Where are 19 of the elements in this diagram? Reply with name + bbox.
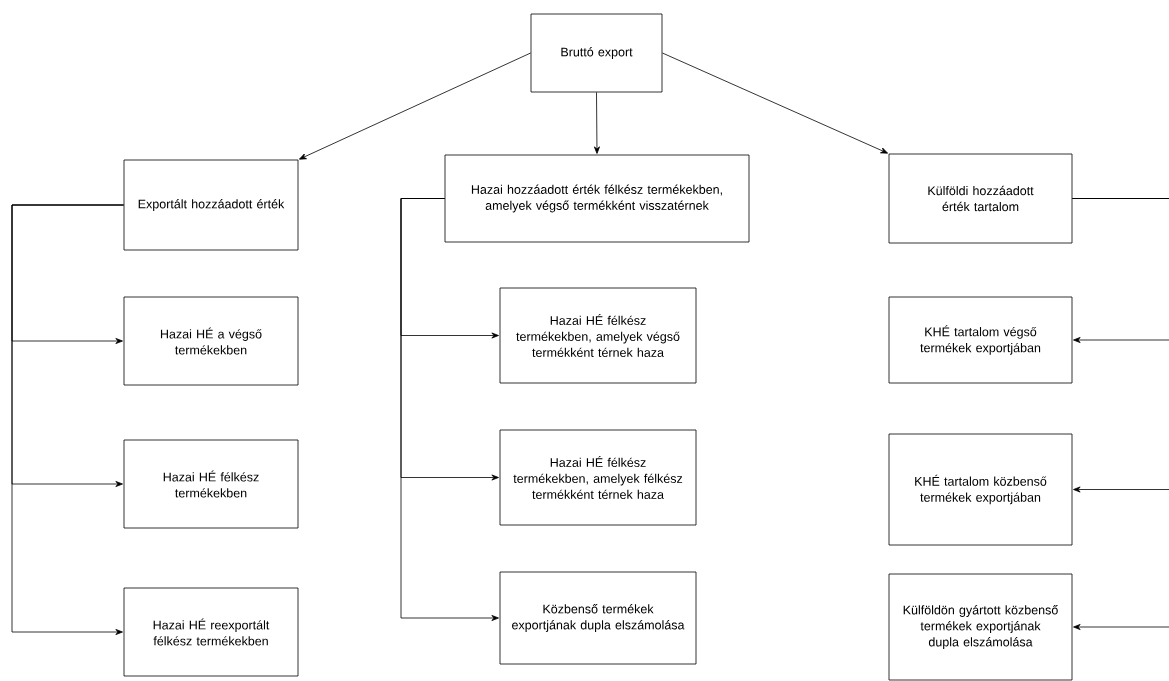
process-box: Hazai hozzáadott érték félkész termékekben, amelyek végső termékként visszatérnek (444, 154, 750, 243)
process-box: KHÉ tartalom közbenső termékek exportjában (888, 433, 1073, 546)
process-box: Bruttó export (530, 13, 663, 93)
process-box: Hazai HÉ reexportált félkész termékekben (123, 587, 299, 677)
arrow (593, 92, 600, 154)
process-box: Külföldön gyártott közbenső termékek exportjának dupla elszámolása (888, 573, 1073, 681)
arrow (1072, 198, 1169, 630)
arrow (11, 204, 124, 635)
process-box: Külföldi hozzáadott érték tartalom (888, 153, 1073, 244)
process-box: Hazai HÉ félkész termékekben, amelyek félkész termékként térnek haza (499, 429, 697, 526)
arrow (662, 52, 888, 154)
arrow (400, 198, 499, 621)
process-box: Hazai HÉ a végső termékekben (123, 296, 299, 386)
process-box: Hazai HÉ félkész termékekben, amelyek végső termékként térnek haza (499, 287, 697, 384)
process-box: Hazai HÉ félkész termékekben (123, 439, 299, 529)
process-box: KHÉ tartalom végső termékek exportjában (888, 296, 1073, 384)
process-box: Közbenső termékek exportjának dupla elszámolása (499, 571, 697, 665)
arrow (299, 52, 531, 160)
process-box: Exportált hozzáadott érték (123, 159, 299, 251)
